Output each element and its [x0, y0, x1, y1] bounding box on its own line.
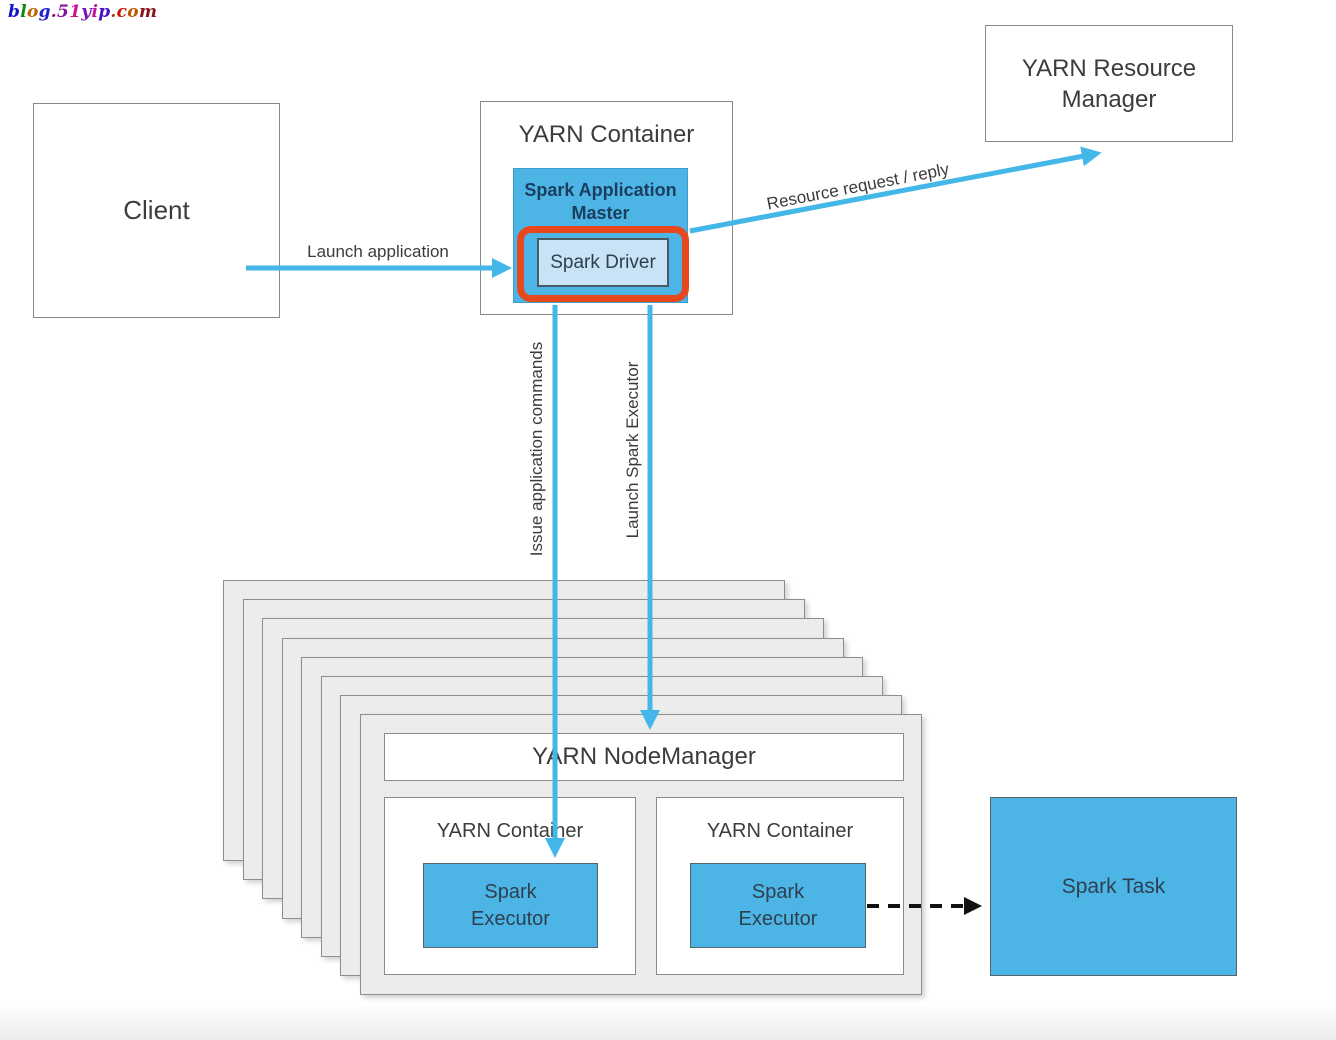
yarn-nodemanager-label: YARN NodeManager	[532, 743, 756, 770]
client-box: Client	[33, 103, 280, 318]
yarn-container-top-title: YARN Container	[518, 121, 695, 148]
yarn-container-left-title: YARN Container	[436, 820, 584, 842]
issue-commands-label: Issue application commands	[527, 341, 546, 557]
launch-application-label: Launch application	[307, 242, 449, 261]
launch-executor-label: Launch Spark Executor	[623, 361, 642, 539]
spark-executor-right-box: Spark Executor	[690, 863, 866, 948]
spark-executor-right-label: Spark Executor	[738, 880, 818, 930]
yarn-resource-manager-box: YARN Resource Manager	[985, 25, 1233, 142]
yarn-resource-manager-label: YARN Resource Manager	[1021, 54, 1197, 113]
watermark: blog.51yip.com	[8, 2, 158, 22]
spark-application-master-label: Spark Application Master	[524, 180, 677, 223]
spark-executor-left-label: Spark Executor	[471, 880, 550, 930]
spark-task-label: Spark Task	[1061, 874, 1166, 898]
yarn-container-right-title: YARN Container	[706, 820, 854, 842]
spark-executor-left-box: Spark Executor	[423, 863, 598, 948]
spark-driver-highlight-frame	[517, 226, 689, 302]
spark-driver-label: Spark Driver	[550, 251, 656, 273]
yarn-nodemanager-box: YARN NodeManager	[384, 733, 904, 781]
spark-task-box: Spark Task	[990, 797, 1237, 976]
resource-request-arrow	[689, 146, 1102, 234]
resource-request-label: Resource request / reply	[765, 159, 951, 214]
spark-driver-box: Spark Driver	[537, 238, 669, 287]
client-label: Client	[123, 195, 190, 225]
